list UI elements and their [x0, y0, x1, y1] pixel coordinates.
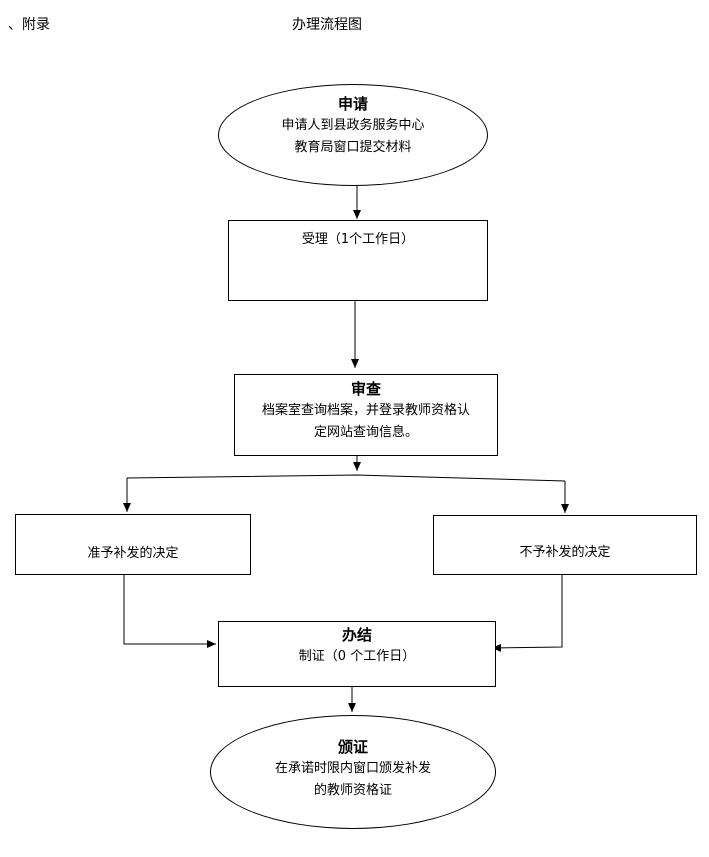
node-review: 审查 档案室查询档案，并登录教师资格认 定网站查询信息。: [234, 374, 498, 456]
node-issue-title: 颁证: [337, 738, 368, 756]
node-issue-line1: 在承诺时限内窗口颁发补发: [274, 761, 431, 776]
branch-horizontal-line: [126, 474, 566, 482]
arrow-approve-to-complete: [123, 575, 216, 648]
node-issue: 颁证 在承诺时限内窗口颁发补发 的教师资格证: [210, 715, 496, 829]
node-issue-line2: 的教师资格证: [313, 783, 392, 798]
node-complete-title: 办结: [341, 626, 372, 644]
node-apply: 申请 申请人到县政务服务中心 教育局窗口提交材料: [218, 84, 488, 186]
node-apply-title: 申请: [337, 95, 368, 113]
node-apply-line1: 申请人到县政务服务中心: [281, 118, 425, 133]
node-complete: 办结 制证（0 个工作日）: [218, 621, 496, 687]
node-review-line1: 档案室查询档案，并登录教师资格认: [261, 403, 470, 418]
node-approve-line1: 准予补发的决定: [87, 546, 179, 561]
node-reject: 不予补发的决定: [433, 515, 697, 575]
node-reject-line1: 不予补发的决定: [519, 545, 611, 560]
node-accept: 受理（1个工作日）: [228, 220, 488, 301]
node-review-line2: 定网站查询信息。: [313, 425, 418, 440]
node-review-title: 审查: [350, 380, 381, 398]
node-complete-line1: 制证（0 个工作日）: [298, 649, 416, 664]
diagram-title: 办理流程图: [292, 17, 362, 33]
appendix-label: 、附录: [8, 17, 50, 33]
node-apply-line2: 教育局窗口提交材料: [294, 140, 412, 155]
node-accept-line1: 受理（1个工作日）: [301, 232, 415, 247]
node-approve: 准予补发的决定: [15, 514, 251, 575]
arrow-reject-to-complete: [491, 575, 563, 652]
